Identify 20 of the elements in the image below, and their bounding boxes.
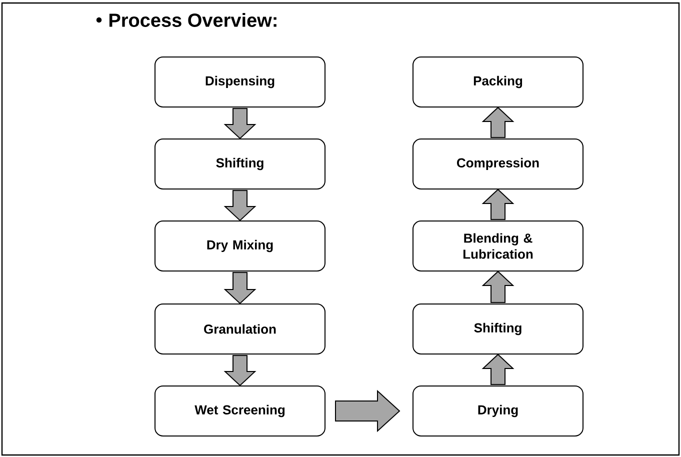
block-arrow — [224, 355, 256, 386]
block-arrow — [224, 108, 256, 140]
block-arrow — [482, 354, 514, 385]
process-box: Shifting — [154, 138, 326, 190]
title: Process Overview: — [109, 13, 276, 27]
block-arrow — [335, 390, 400, 432]
block-arrow — [224, 190, 256, 222]
process-box: Dispensing — [154, 56, 326, 108]
process-box: Dry Mixing — [154, 220, 326, 272]
process-box: Drying — [412, 386, 584, 436]
process-box: Shifting — [412, 304, 584, 354]
process-box: Packing — [412, 56, 584, 108]
process-box: Wet Screening — [154, 386, 326, 436]
block-arrow — [482, 106, 514, 138]
process-box: Blending & Lubrication — [412, 220, 584, 272]
block-arrow — [224, 272, 256, 304]
block-arrow — [482, 188, 514, 220]
block-arrow — [482, 270, 514, 303]
process-box: Compression — [412, 138, 584, 190]
process-box: Granulation — [154, 304, 326, 354]
